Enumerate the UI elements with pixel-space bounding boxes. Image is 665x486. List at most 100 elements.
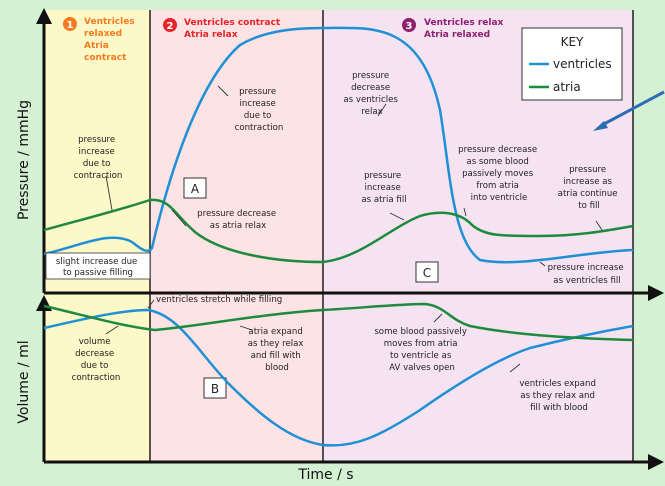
annotation-atria-decrease: pressure decrease as atria relax [197,209,279,231]
annotation-line: moves from atria [384,339,458,349]
annotation-line: increase [79,147,115,157]
annotation-line: volume [79,337,111,347]
label-box-c: C [415,261,439,283]
annotation-line: pressure decrease [197,209,276,219]
pressure-y-arrow [36,8,52,24]
phase-3-number: 3 [406,21,413,32]
key-atria-label: atria [553,80,581,94]
annotation-line: slight increase due [56,257,137,267]
annotation-line: pressure [569,165,606,175]
annotation-line: passively moves [462,169,534,179]
annotation-line: as ventricles fill [553,276,620,286]
annotation-line: as atria relax [210,221,266,231]
volume-axis-label: Volume / ml [16,340,32,423]
phase-3-title-line-2: Atria relaxed [424,30,490,40]
phase-1-number: 1 [67,20,74,31]
middle-x-arrow [648,285,664,301]
phase-3-badge [402,18,416,32]
atria-volume-curve [43,302,634,342]
annotation-line: as they relax and [520,391,595,401]
annotation-line: decrease [75,349,114,359]
annotation-volume-decrease: volume decrease due to contraction [72,337,121,383]
annotation-line: from atria [476,181,519,191]
annotation-pointers [105,85,603,373]
annotation-line: to ventricle as [390,351,452,361]
annotation-line: relax [361,107,382,117]
phase-2-header: 2 Ventricles contract Atria relax [163,18,281,40]
pen-icon [593,90,665,131]
annotation-line: pressure [364,171,401,181]
phase-1-title-line-2: relaxed [84,29,122,39]
label-box-a-text: A [191,182,200,196]
annotation-ventricles-fill: pressure increase as ventricles fill [548,263,627,286]
phase-3-header: 3 Ventricles relax Atria relaxed [402,18,504,40]
annotation-line: due to [81,361,109,371]
phase-1-title-line-4: contract [84,53,127,63]
annotation-line: increase as [563,177,612,187]
atria-pressure-curve [43,198,634,264]
annotation-line: pressure increase [548,263,624,273]
annotation-line: contraction [72,373,121,383]
phase-1-badge [63,17,77,31]
annotation-line: AV valves open [389,363,455,373]
annotation-line: ventricles expand [519,379,596,389]
annotation-line: to fill [578,201,600,211]
annotation-line: increase [365,183,401,193]
annotation-line: pressure decrease [458,145,537,155]
annotation-line: pressure [78,135,115,145]
phase-2-number: 2 [167,21,174,32]
annotation-line: into ventricle [471,193,528,203]
annotation-line: atria continue [558,189,618,199]
annotation-line: as some blood [466,157,528,167]
annotation-line: as atria fill [361,195,406,205]
annotation-stretch: ventricles stretch while filling [156,295,282,305]
annotation-line: and fill with [251,351,301,361]
annotation-av-valves: some blood passively moves from atria to… [374,327,469,373]
annotation-line: some blood passively [374,327,467,337]
annotation-line: due to [83,159,111,169]
annotation-line: pressure [352,71,389,81]
annotation-line: blood [265,363,289,373]
phase-2-badge [163,18,177,32]
label-box-b: B [203,377,227,399]
phase-1-band [44,10,150,462]
annotation-atria-fill: pressure increase as atria fill [361,171,406,205]
annotation-pressure-increase-contraction: pressure increase due to contraction [235,87,284,133]
phase-2-title-line-2: Atria relax [184,30,238,40]
time-axis-label: Time / s [297,467,353,483]
annotation-line: to passive filling [63,268,133,278]
phase-3-title-line-1: Ventricles relax [424,18,504,28]
phase-2-title-line-1: Ventricles contract [184,18,281,28]
label-box-a: A [183,177,207,199]
annotation-ventricles-expand: ventricles expand as they relax and fill… [519,379,598,413]
annotation-slight-increase-text: slight increase due to passive filling [56,257,140,278]
label-box-b-text: B [211,382,219,396]
key-ventricles-label: ventricles [553,57,612,71]
annotation-pressure-decrease-ventricles: pressure decrease as ventricles relax [343,71,400,117]
annotation-line: atria expand [248,327,302,337]
annotation-line: increase [240,99,276,109]
annotation-atria-expand: atria expand as they relax and fill with… [248,327,307,373]
annotation-line: pressure [239,87,276,97]
annotation-line: decrease [351,83,390,93]
phase-2-band [150,10,323,462]
key-title: KEY [561,35,584,49]
annotation-passive-moves: pressure decrease as some blood passivel… [458,145,540,203]
key-legend: KEY ventricles atria [521,27,623,101]
annotation-line: contraction [74,171,123,181]
annotation-atria-continue: pressure increase as atria continue to f… [558,165,621,211]
annotation-line: as they relax [248,339,304,349]
annotation-atria-pressure-increase: pressure increase due to contraction [74,135,123,181]
label-box-c-text: C [423,266,431,280]
phase-1-title-line-1: Ventricles [84,17,135,27]
pressure-axis-label: Pressure / mmHg [16,100,32,220]
ventricle-pressure-curve [43,26,634,264]
annotation-slight-increase: slight increase due to passive filling [45,252,151,280]
annotation-line: contraction [235,123,284,133]
annotation-line: fill with blood [530,403,588,413]
time-x-arrow [648,454,664,470]
phase-1-title-line-3: Atria [84,41,109,51]
annotation-line: due to [244,111,272,121]
ventricle-volume-curve [43,308,634,447]
